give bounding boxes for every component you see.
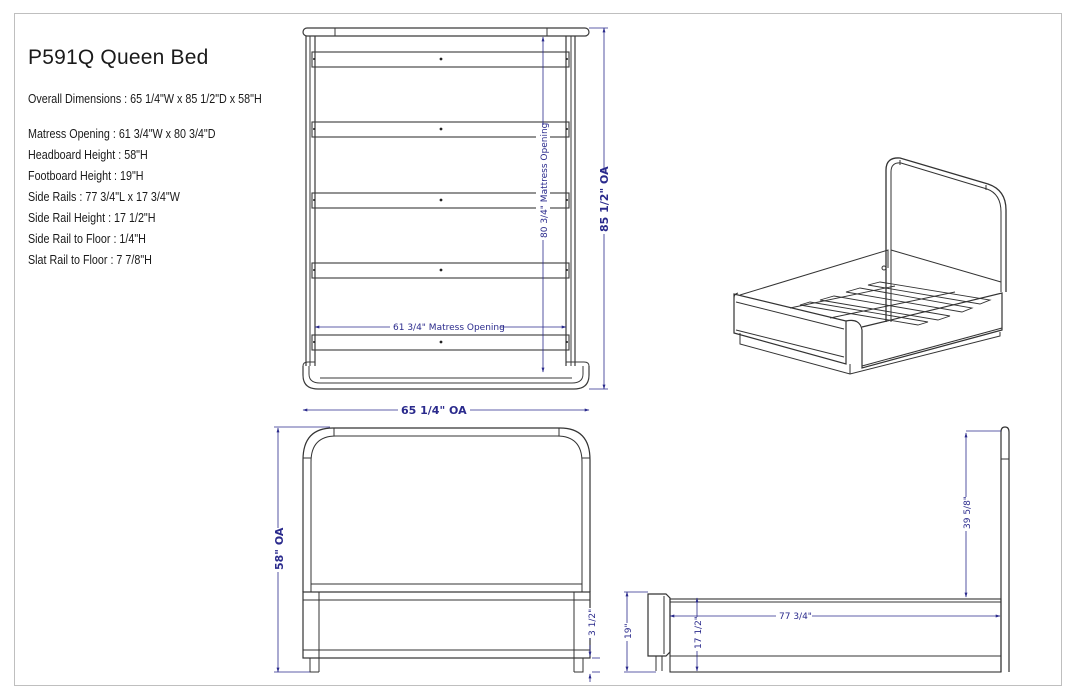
spec-side-rail-height: Side Rail Height : 17 1/2"H <box>28 211 156 225</box>
front-view <box>302 427 591 673</box>
isometric-view <box>733 157 1007 375</box>
dim-rail-height: 17 1/2" <box>694 616 704 649</box>
spec-side-rails: Side Rails : 77 3/4"L x 17 3/4"W <box>28 190 180 204</box>
dim-rail-length: 77 3/4" <box>779 612 812 622</box>
page-title: P591Q Queen Bed <box>28 46 209 69</box>
dim-headboard-panel: 39 5/8" <box>963 496 973 529</box>
spec-slat-rail-to-floor: Slat Rail to Floor : 7 7/8"H <box>28 253 152 267</box>
overall-dimensions: Overall Dimensions : 65 1/4"W x 85 1/2"D… <box>28 92 262 106</box>
slat-screw-holes <box>313 57 568 344</box>
top-view-dimensions <box>302 27 608 412</box>
spec-side-rail-to-floor: Side Rail to Floor : 1/4"H <box>28 232 146 246</box>
dim-mattress-depth: 80 3/4" Mattress Opening <box>540 123 550 238</box>
dim-overall-width: 65 1/4" OA <box>401 404 467 417</box>
dim-overall-height: 58" OA <box>273 527 286 570</box>
front-view-dimensions <box>274 426 600 682</box>
side-view-dimensions <box>624 430 1001 673</box>
spec-headboard-height: Headboard Height : 58"H <box>28 148 148 162</box>
spec-mattress-opening: Matress Opening : 61 3/4"W x 80 3/4"D <box>28 127 216 141</box>
slats <box>311 51 570 351</box>
spec-footboard-height: Footboard Height : 19"H <box>28 169 144 183</box>
dim-footboard-height: 19" <box>624 623 634 639</box>
dim-footboard-gap: 3 1/2" <box>588 609 598 636</box>
iso-slats <box>789 281 992 326</box>
dim-mattress-width: 61 3/4" Matress Opening <box>393 323 505 333</box>
dim-overall-depth: 85 1/2" OA <box>598 166 611 232</box>
side-view <box>647 426 1010 673</box>
drawing-border <box>14 13 1062 686</box>
top-view <box>302 27 590 390</box>
